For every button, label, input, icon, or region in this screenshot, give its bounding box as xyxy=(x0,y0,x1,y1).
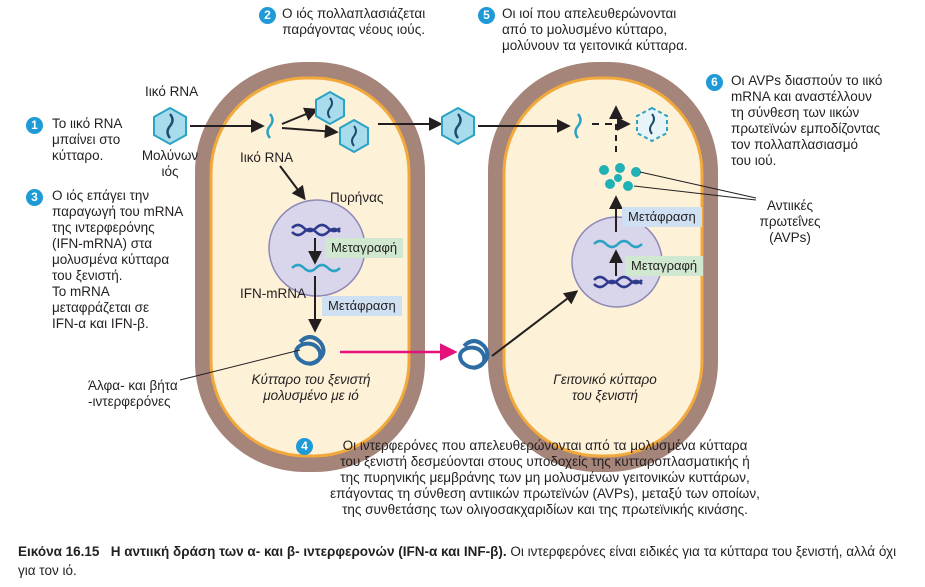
interferon-right xyxy=(458,339,490,370)
replication-arrow-down xyxy=(281,124,339,139)
ifn-mrna-label: IFN-mRNA xyxy=(240,286,306,301)
step-4-badge: 4 xyxy=(296,438,313,455)
viral-rna-label-inside: Ιικό RNA xyxy=(240,150,294,165)
viral-rna-label-top: Ιικό RNA xyxy=(145,84,199,99)
transcription-tag-left: Μεταγραφή xyxy=(325,238,404,258)
receptor-signal-arrow xyxy=(491,290,579,357)
viral-rna-right xyxy=(574,113,582,139)
dna-left xyxy=(291,223,341,237)
dna-right xyxy=(593,275,643,289)
induction-arrow xyxy=(279,165,306,201)
nucleus-label: Πυρήνας xyxy=(330,190,384,205)
avp-pointer-1 xyxy=(639,171,757,199)
infecting-virus xyxy=(153,106,187,146)
step-6-badge: 6 xyxy=(706,74,723,91)
avp-dots xyxy=(599,163,641,191)
replication-arrow-up xyxy=(281,107,319,125)
released-virus xyxy=(441,106,475,146)
interferons-label: Άλφα- και βήτα-ιντερφερόνες xyxy=(88,378,178,409)
step-4-text: Οι ιντερφερόνες που απελευθερώνονται από… xyxy=(330,438,760,517)
step-5-badge: 5 xyxy=(478,7,495,24)
translation-tag-right: Μετάφραση xyxy=(622,207,702,227)
interferon-left xyxy=(294,335,326,366)
ifn-mrna-strand xyxy=(291,263,341,273)
blocked-virus xyxy=(636,106,668,143)
figure-title: Η αντιική δράση των α- και β- ιντερφερον… xyxy=(110,544,507,559)
avp-pointer-2 xyxy=(633,185,757,201)
step-2-badge: 2 xyxy=(259,7,276,24)
viral-rna-strand xyxy=(266,113,274,139)
new-virus-1 xyxy=(315,90,345,126)
step-3-badge: 3 xyxy=(26,189,43,206)
avp-mrna-strand xyxy=(593,239,643,249)
translation-tag-left: Μετάφραση xyxy=(322,296,402,316)
step-1-badge: 1 xyxy=(26,117,43,134)
interferon-pointer xyxy=(179,349,301,381)
transcription-tag-right: Μεταγραφή xyxy=(625,256,704,276)
figure-caption-text: Οι ιντερφερόνες είναι ειδικές για τα κύτ… xyxy=(18,544,897,578)
figure-caption: Εικόνα 16.15 Η αντιική δράση των α- και … xyxy=(18,542,908,580)
figure-number: Εικόνα 16.15 xyxy=(18,544,100,559)
new-virus-2 xyxy=(339,118,369,154)
